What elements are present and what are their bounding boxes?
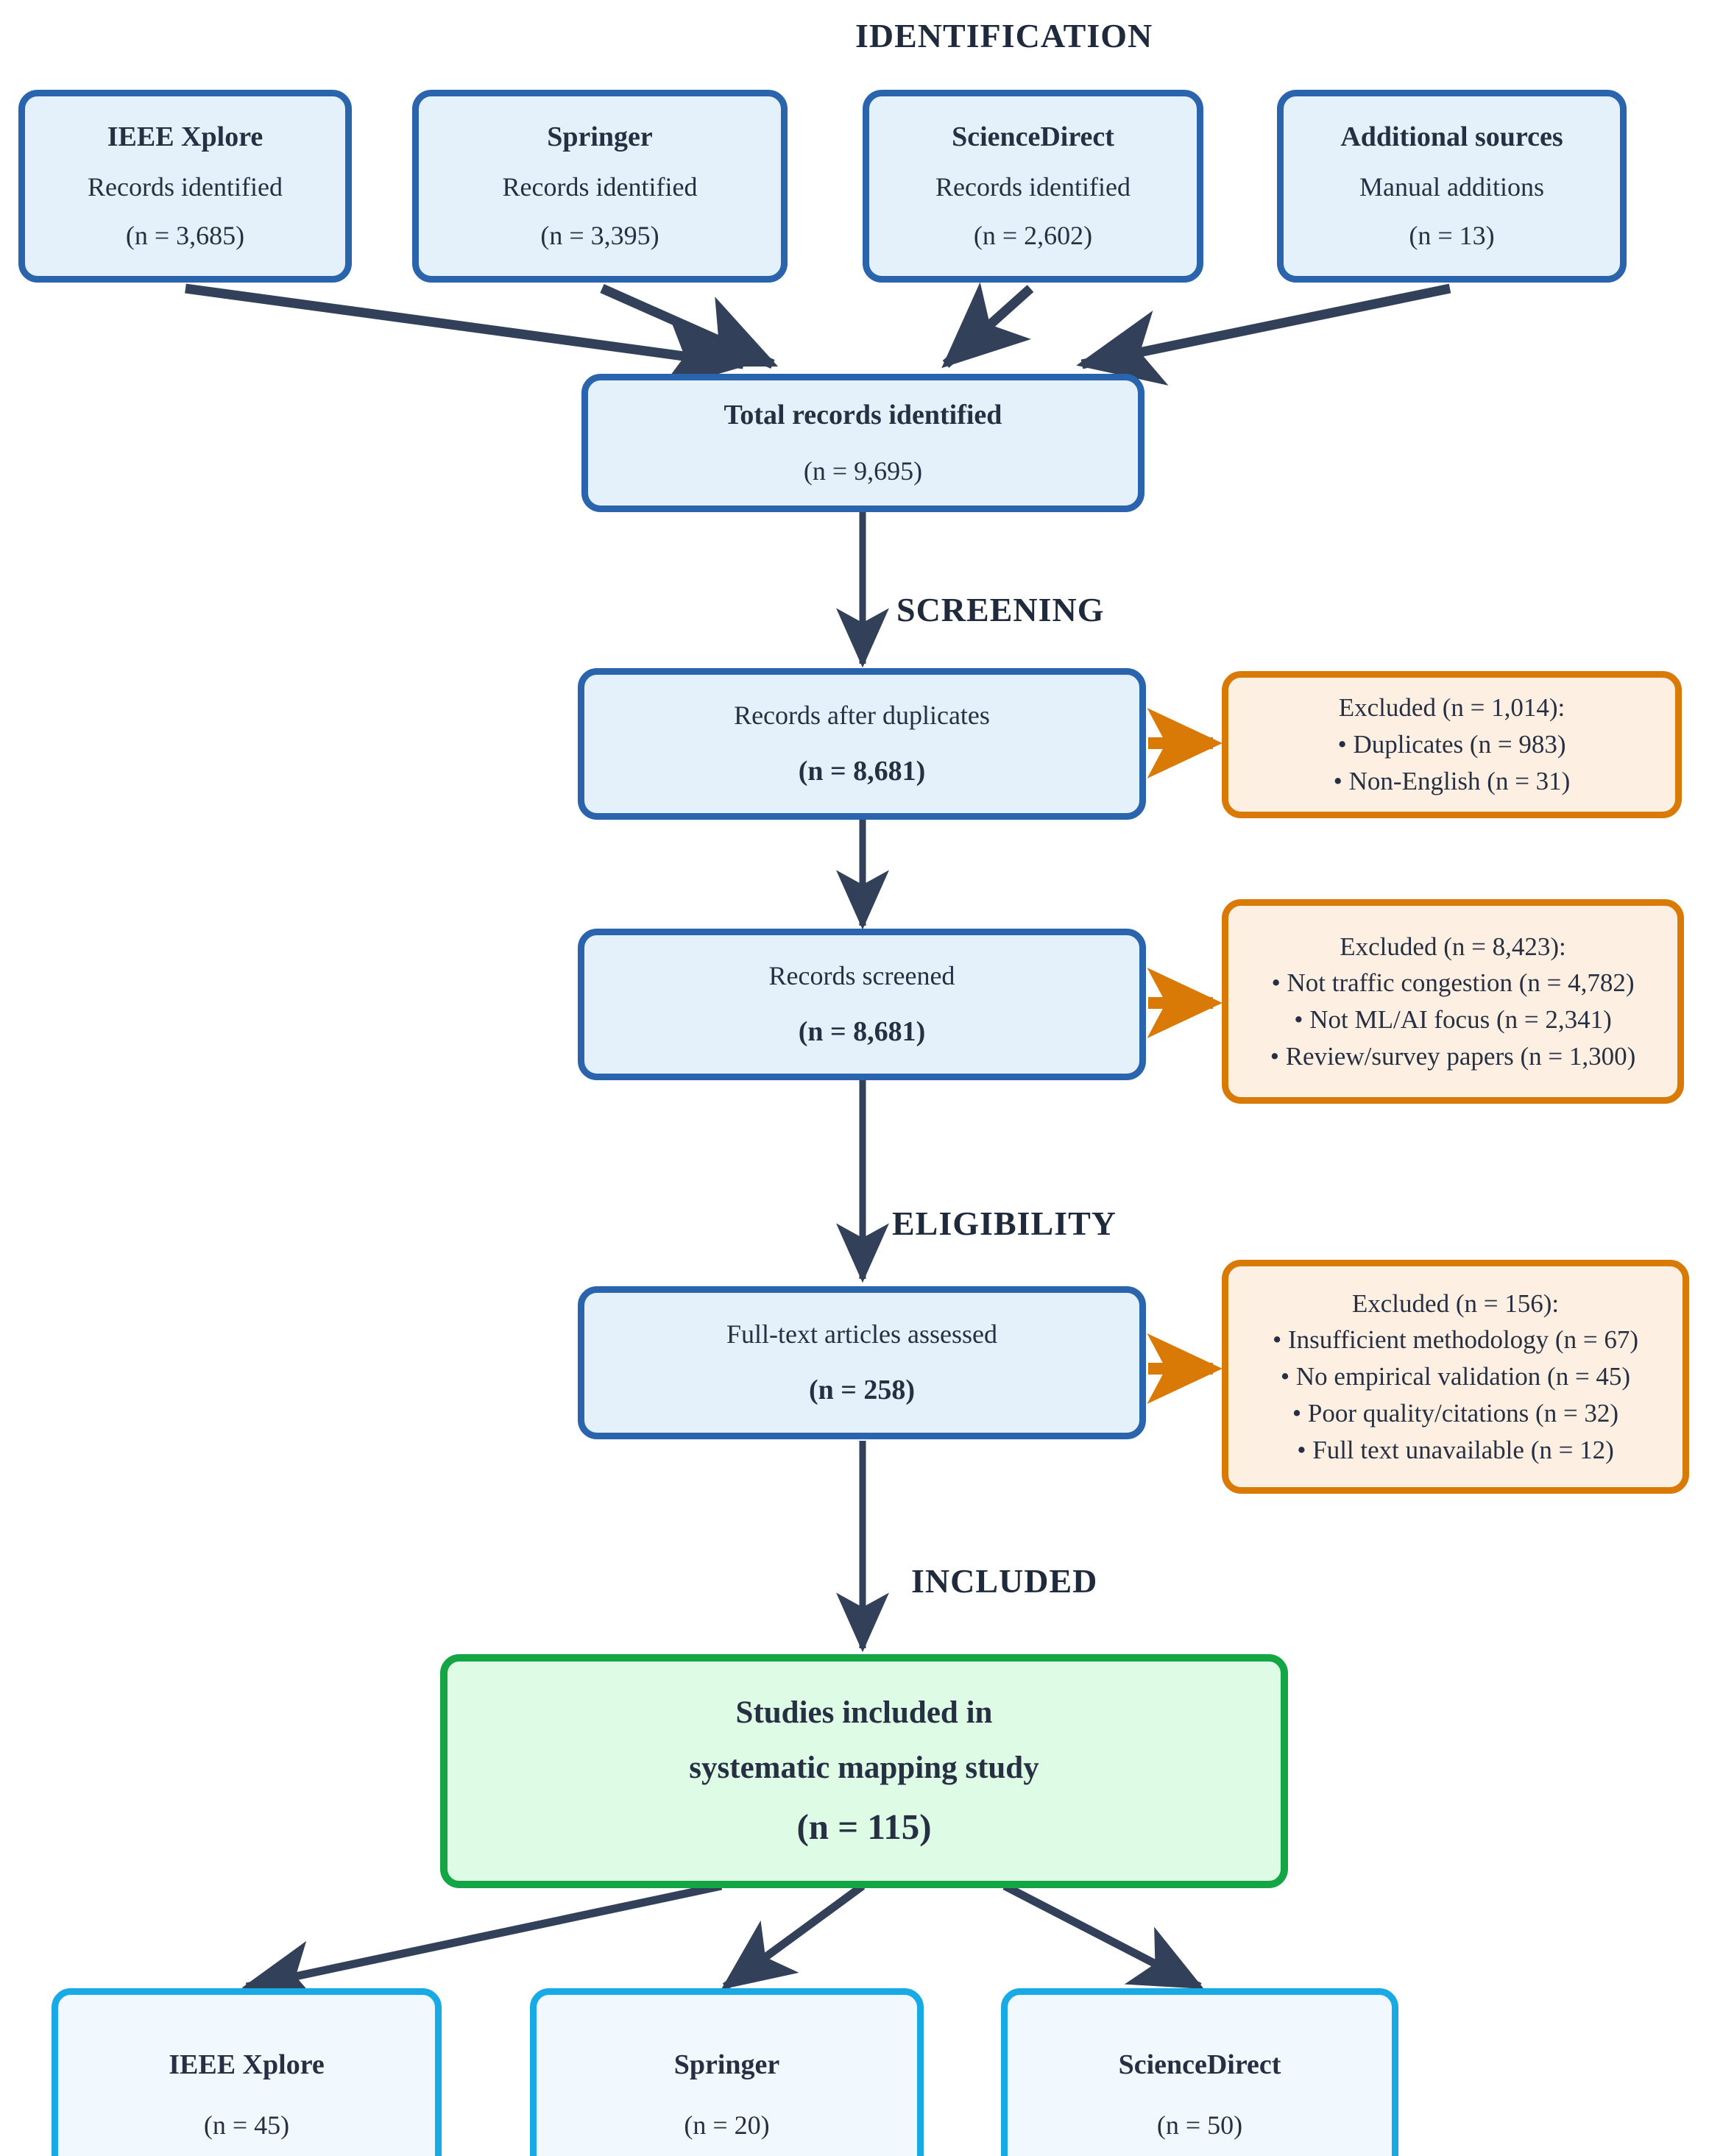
exclusion-reason: • Non-English (n = 31) (1333, 766, 1571, 795)
source-subtitle: Records identified (935, 172, 1131, 202)
total-records-box[interactable]: Total records identified (n = 9,695) (581, 374, 1144, 512)
breakdown-box-ieee-xplore[interactable]: IEEE Xplore (n = 45) (52, 1988, 442, 2156)
exclusion-box-duplicates[interactable]: Excluded (n = 1,014): • Duplicates (n = … (1222, 671, 1682, 818)
exclusion-box-screening[interactable]: Excluded (n = 8,423): • Not traffic cong… (1222, 899, 1684, 1104)
included-line-2: systematic mapping study (689, 1751, 1039, 1786)
source-box-springer[interactable]: Springer Records identified (n = 3,395) (412, 90, 788, 283)
source-box-additional-sources[interactable]: Additional sources Manual additions (n =… (1277, 90, 1627, 283)
source-count: (n = 2,602) (973, 221, 1093, 251)
breakdown-title: Springer (673, 2049, 780, 2081)
full-text-assessed-box[interactable]: Full-text articles assessed (n = 258) (578, 1286, 1146, 1439)
stage-label-identification: IDENTIFICATION (855, 17, 1153, 54)
exclusion-reason: • Review/survey papers (n = 1,300) (1270, 1041, 1636, 1071)
exclusion-header: Excluded (n = 156): (1351, 1288, 1560, 1318)
step-count: (n = 8,681) (798, 1015, 926, 1047)
breakdown-box-springer[interactable]: Springer (n = 20) (530, 1988, 924, 2156)
breakdown-box-sciencedirect[interactable]: ScienceDirect (n = 50) (1001, 1988, 1398, 2156)
total-records-title: Total records identified (723, 400, 1002, 431)
source-title: Additional sources (1340, 121, 1563, 153)
records-screened-box[interactable]: Records screened (n = 8,681) (578, 929, 1146, 1080)
breakdown-title: IEEE Xplore (169, 2049, 325, 2081)
source-count: (n = 13) (1409, 221, 1495, 251)
stage-label-eligibility: ELIGIBILITY (892, 1205, 1117, 1242)
source-box-sciencedirect[interactable]: ScienceDirect Records identified (n = 2,… (863, 90, 1203, 283)
exclusion-reason: • Duplicates (n = 983) (1337, 730, 1566, 759)
exclusion-box-eligibility[interactable]: Excluded (n = 156): • Insufficient metho… (1222, 1260, 1689, 1494)
exclusion-header: Excluded (n = 1,014): (1338, 693, 1565, 723)
stage-label-included: INCLUDED (911, 1562, 1098, 1600)
source-count: (n = 3,685) (125, 221, 245, 251)
arrow-sources-to-total (185, 282, 1451, 391)
total-records-count: (n = 9,695) (803, 456, 923, 486)
source-title: IEEE Xplore (107, 121, 263, 153)
exclusion-reason: • Insufficient methodology (n = 67) (1273, 1325, 1638, 1355)
step-title: Records after duplicates (734, 701, 990, 731)
exclusion-reason: • Full text unavailable (n = 12) (1297, 1435, 1614, 1464)
step-count: (n = 8,681) (798, 755, 926, 787)
records-after-duplicates-box[interactable]: Records after duplicates (n = 8,681) (578, 668, 1146, 820)
exclusion-header: Excluded (n = 8,423): (1340, 932, 1566, 961)
studies-included-box[interactable]: Studies included in systematic mapping s… (440, 1654, 1288, 1888)
stage-label-screening: SCREENING (896, 591, 1105, 628)
source-subtitle: Manual additions (1359, 172, 1544, 202)
source-title: ScienceDirect (952, 121, 1114, 153)
exclusion-reason: • Not ML/AI focus (n = 2,341) (1294, 1005, 1612, 1034)
exclusion-reason: • Not traffic congestion (n = 4,782) (1271, 968, 1635, 998)
breakdown-title: ScienceDirect (1118, 2049, 1281, 2081)
source-subtitle: Records identified (502, 172, 698, 202)
arrow-included-to-breakdown (241, 1882, 1204, 2004)
source-count: (n = 3,395) (540, 221, 659, 251)
included-line-1: Studies included in (735, 1695, 993, 1730)
source-title: Springer (547, 121, 653, 153)
exclusion-reason: • No empirical validation (n = 45) (1280, 1362, 1631, 1391)
breakdown-count: (n = 20) (684, 2110, 770, 2141)
step-count: (n = 258) (808, 1374, 916, 1405)
source-subtitle: Records identified (88, 172, 283, 202)
step-title: Records screened (768, 961, 955, 991)
exclusion-reason: • Poor quality/citations (n = 32) (1292, 1398, 1619, 1428)
breakdown-count: (n = 50) (1156, 2110, 1243, 2141)
source-box-ieee-xplore[interactable]: IEEE Xplore Records identified (n = 3,68… (18, 90, 352, 283)
breakdown-count: (n = 45) (203, 2110, 290, 2141)
step-title: Full-text articles assessed (726, 1319, 997, 1350)
included-count: (n = 115) (796, 1806, 932, 1847)
